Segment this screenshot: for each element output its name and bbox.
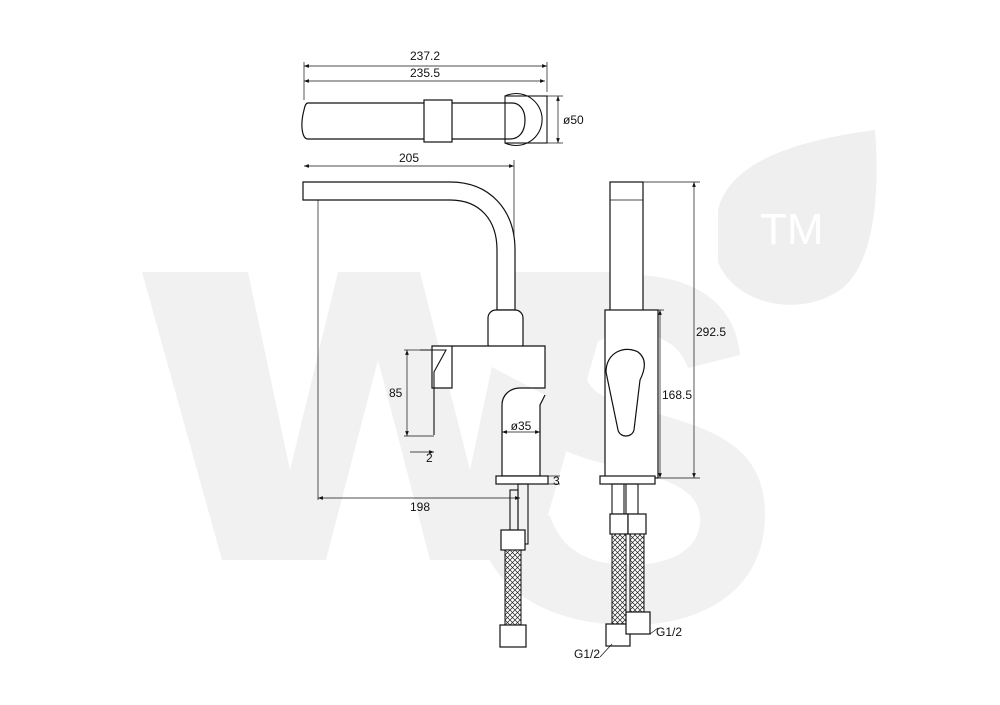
top-view xyxy=(301,62,563,147)
label-total-length: 237.2 xyxy=(410,49,440,63)
side-view-flexible-hose xyxy=(504,549,522,626)
label-total-height: 292.5 xyxy=(696,325,726,339)
label-connection-left: G1/2 xyxy=(574,647,600,661)
side-view xyxy=(302,160,560,648)
front-view-nut-left xyxy=(605,623,631,647)
side-view-hose-nut xyxy=(499,624,527,648)
top-view-base-disc xyxy=(504,92,543,147)
top-view-lever-outline xyxy=(301,102,526,140)
label-spout-reach: 205 xyxy=(399,151,419,165)
front-view-base-plate xyxy=(599,475,656,485)
label-handle-length: 235.5 xyxy=(410,66,440,80)
label-base-diameter: ø50 xyxy=(563,113,584,127)
front-view-nut-right xyxy=(625,611,651,635)
trademark-text: TM xyxy=(760,205,824,254)
side-view-base-plate xyxy=(495,475,549,485)
label-handle-offset: 2 xyxy=(426,451,433,465)
top-view-collar xyxy=(423,99,453,143)
front-view-spout xyxy=(609,181,644,313)
front-view-hose-right xyxy=(629,533,645,615)
side-view-handle xyxy=(431,345,453,389)
label-body-height: 168.5 xyxy=(662,388,692,402)
label-body-diameter: ø35 xyxy=(511,419,532,433)
label-handle-height: 85 xyxy=(389,386,403,400)
dimension-labels: 237.2 235.5 ø50 205 85 2 ø35 3 198 292.5… xyxy=(389,49,726,661)
watermark-leaf-shape xyxy=(718,130,877,305)
front-view-hose-left xyxy=(611,533,627,625)
label-connection-right: G1/2 xyxy=(656,625,682,639)
front-view xyxy=(599,181,700,658)
label-spout-projection: 198 xyxy=(410,500,430,514)
front-view-handle xyxy=(605,348,645,437)
label-base-thickness: 3 xyxy=(553,474,560,488)
